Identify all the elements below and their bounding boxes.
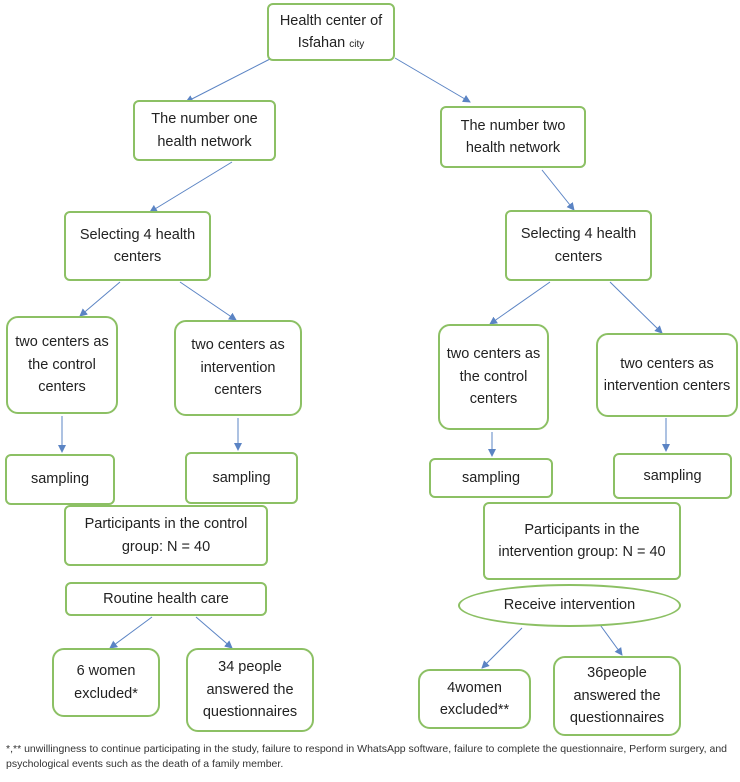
root-title: Health center of xyxy=(279,12,383,29)
arrow-network2-to-select2 xyxy=(541,169,575,211)
node-network1: The number one health network xyxy=(133,100,276,161)
node-excluded-intervention: 4women excluded** xyxy=(418,669,531,729)
network1-label: The number one health network xyxy=(151,111,258,150)
node-sampling1: sampling xyxy=(5,454,115,505)
participants-control-label: Participants in the control group: N = 4… xyxy=(84,516,248,555)
node-answered-intervention: 36people answered the questionnaires xyxy=(553,656,681,736)
arrow-routine-to-answered xyxy=(195,616,233,649)
node-select2: Selecting 4 health centers xyxy=(505,210,652,281)
sampling2-label: sampling xyxy=(212,469,271,486)
arrow-root-to-network2 xyxy=(394,57,471,103)
arrow-select1-to-intervention1 xyxy=(179,281,237,321)
node-root: Health center of Isfahan city xyxy=(267,3,395,61)
node-network2: The number two health network xyxy=(440,106,586,168)
select1-label: Selecting 4 health centers xyxy=(79,226,196,265)
node-participants-control: Participants in the control group: N = 4… xyxy=(64,505,268,566)
sampling1-label: sampling xyxy=(30,471,90,488)
answered-intervention-label: 36people answered the questionnaires xyxy=(569,665,665,727)
intervention1-label: two centers as intervention centers xyxy=(191,337,285,399)
node-receive-intervention: Receive intervention xyxy=(458,584,681,627)
node-intervention2: two centers as intervention centers xyxy=(596,333,738,417)
node-sampling2: sampling xyxy=(185,452,298,504)
receive-intervention-label: Receive intervention xyxy=(503,597,636,614)
footnote: *,** unwillingness to continue participa… xyxy=(6,743,728,771)
network2-label: The number two health network xyxy=(460,117,566,156)
node-participants-intervention: Participants in the intervention group: … xyxy=(483,502,681,580)
answered-control-label: 34 people answered the questionnaires xyxy=(202,659,298,721)
control1-label: two centers as the control centers xyxy=(15,334,109,396)
routine-care-label: Routine health care xyxy=(103,590,229,607)
arrow-select1-to-control1 xyxy=(79,281,121,317)
node-intervention1: two centers as intervention centers xyxy=(174,320,302,416)
excluded-intervention-label: 4women excluded** xyxy=(439,679,510,718)
select2-label: Selecting 4 health centers xyxy=(520,226,637,265)
excluded-control-label: 6 women excluded* xyxy=(74,663,138,702)
node-select1: Selecting 4 health centers xyxy=(64,211,211,281)
root-city-suffix: city xyxy=(349,39,365,50)
arrow-root-to-network1 xyxy=(185,57,273,103)
arrow-network1-to-select1 xyxy=(149,161,233,213)
arrow-receive-to-answered xyxy=(597,621,623,656)
participants-intervention-label: Participants in the intervention group: … xyxy=(498,521,666,560)
node-sampling3: sampling xyxy=(429,458,553,498)
node-excluded-control: 6 women excluded* xyxy=(52,648,160,717)
intervention2-label: two centers as intervention centers xyxy=(603,355,731,394)
control2-label: two centers as the control centers xyxy=(446,346,541,408)
arrow-select2-to-intervention2 xyxy=(609,281,663,334)
node-control1: two centers as the control centers xyxy=(6,316,118,414)
node-routine-care: Routine health care xyxy=(65,582,267,616)
arrow-receive-to-excluded xyxy=(481,627,523,669)
sampling3-label: sampling xyxy=(461,469,521,486)
arrow-routine-to-excluded xyxy=(109,616,153,649)
sampling4-label: sampling xyxy=(643,467,702,484)
root-city: Isfahan xyxy=(297,35,346,51)
node-control2: two centers as the control centers xyxy=(438,324,549,430)
node-sampling4: sampling xyxy=(613,453,732,499)
node-answered-control: 34 people answered the questionnaires xyxy=(186,648,314,732)
arrow-select2-to-control2 xyxy=(489,281,551,325)
